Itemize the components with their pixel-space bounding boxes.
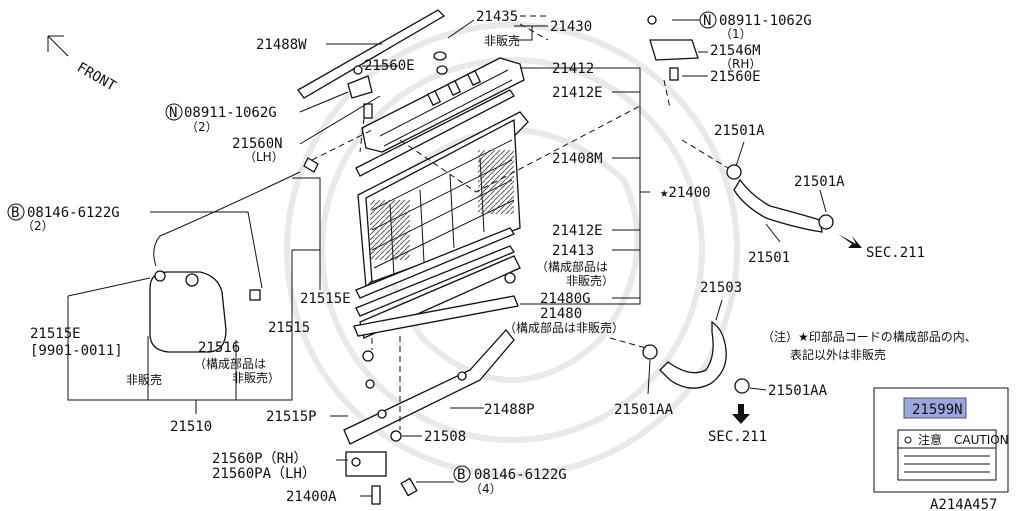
circle-N-right: N: [699, 11, 717, 29]
label-21515: 21515: [268, 320, 310, 336]
label-08146-bottom: 08146-6122G: [474, 467, 567, 483]
label-21480: 21480: [540, 306, 582, 322]
lower-mount: [345, 451, 418, 505]
lower-hose: [659, 320, 727, 389]
clamp-21501AA-right: [734, 378, 750, 394]
dashed-lines: [311, 15, 729, 430]
label-08911-left-qty: （2）: [186, 120, 218, 134]
label-21508: 21508: [424, 429, 466, 445]
label-21430: 21430: [550, 19, 592, 35]
lower-seal: [353, 295, 519, 337]
label-08146-top: 08146-6122G: [27, 205, 120, 221]
label-08911-left: 08911-1062G: [184, 105, 277, 121]
upper-tank: [361, 51, 525, 153]
label-21510: 21510: [170, 419, 212, 435]
label-hihanbai-2: 非販売: [126, 372, 162, 387]
label-21408M: 21408M: [552, 151, 603, 167]
label-21413: 21413: [552, 243, 594, 259]
label-21413-note1: （構成部品は: [536, 259, 608, 274]
label-21488P: 21488P: [484, 402, 535, 418]
svg-text:N: N: [703, 13, 711, 29]
circle-B-bottom: B: [453, 465, 471, 483]
label-21412E-top: 21412E: [552, 85, 603, 101]
label-21515E-date: [9901-0011]: [30, 343, 123, 359]
svg-text:B: B: [11, 205, 19, 221]
leader-lines: [67, 19, 933, 497]
label-21435: 21435: [476, 9, 518, 25]
grommet-21508: [390, 430, 402, 442]
caution-label-box: 21599N 注意 CAUTION: [873, 387, 1009, 493]
caution-part-number: 21599N: [912, 402, 963, 418]
sec211-arrow-bottom: [732, 404, 750, 424]
overflow-hose: [153, 171, 301, 267]
circle-B-top: B: [7, 203, 25, 221]
label-hihanbai: 非販売: [484, 33, 520, 48]
lower-bracket: [343, 328, 515, 445]
seal-strips: [355, 89, 515, 317]
label-08911-right-qty: （1）: [720, 27, 752, 41]
label-21560N: 21560N: [232, 136, 283, 152]
label-21516-note1: （構成部品は: [194, 356, 266, 371]
bolt-head: [365, 379, 375, 389]
note-line2: 表記以外は非販売: [790, 347, 886, 362]
label-21560P: 21560P（RH）: [212, 451, 307, 467]
label-21501A-right: 21501A: [794, 174, 845, 190]
seal-21488W: [297, 9, 446, 99]
clamp-21501AA-left: [642, 344, 658, 360]
svg-text:N: N: [169, 105, 177, 121]
label-21546M: 21546M: [710, 43, 761, 59]
label-21400: ★21400: [660, 185, 711, 201]
front-label: FRONT: [74, 60, 119, 95]
bracket-21546M: [647, 15, 699, 81]
radiator-core: [357, 111, 529, 289]
label-21501: 21501: [748, 250, 790, 266]
label-21501AA-right: 21501AA: [768, 383, 828, 399]
hose-clip: [303, 157, 319, 173]
label-08146-top-qty: （2）: [22, 219, 54, 233]
diagram-code: A214A457: [930, 497, 997, 511]
label-21515P: 21515P: [266, 409, 317, 425]
label-08911-right: 08911-1062G: [719, 13, 812, 29]
label-sec211-bottom: SEC.211: [708, 429, 767, 445]
label-21560E-right: 21560E: [710, 69, 761, 85]
upper-hose: [733, 178, 823, 233]
label-21400A: 21400A: [286, 489, 337, 505]
label-08146-bottom-qty: （4）: [470, 482, 502, 496]
label-21480-note: （構成部品は非販売）: [504, 320, 624, 335]
label-21560N-side: （LH）: [244, 150, 284, 164]
clamp-21501A-right: [818, 214, 834, 230]
label-21516-note2: 非販売）: [232, 370, 280, 385]
note-line1: （注）★印部品コードの構成部品の内、: [762, 329, 977, 344]
circle-N-left: N: [165, 103, 183, 121]
reservoir-tank: [149, 270, 261, 353]
label-sec211-top: SEC.211: [866, 245, 925, 261]
label-21503: 21503: [700, 280, 742, 296]
clamp-21501A-top: [726, 164, 742, 180]
caution-text: 注意 CAUTION: [918, 432, 1009, 447]
label-21515E: 21515E: [300, 291, 351, 307]
label-21480G: 21480G: [540, 291, 591, 307]
washer: [362, 350, 374, 362]
label-21560E-left: 21560E: [364, 58, 415, 74]
label-21501AA-left: 21501AA: [614, 402, 674, 418]
label-21546M-side: （RH）: [720, 57, 761, 71]
label-21501A-top: 21501A: [714, 123, 765, 139]
label-21560PA: 21560PA（LH）: [212, 466, 316, 482]
label-21516: 21516: [198, 340, 240, 356]
sec211-arrow-top: [838, 234, 862, 248]
bracket-21560N: [347, 65, 373, 119]
label-21412E-bottom: 21412E: [552, 223, 603, 239]
caution-part-highlight: [903, 397, 967, 419]
label-21412: 21412: [552, 61, 594, 77]
label-21515E-2: 21515E: [30, 326, 81, 342]
label-21488W: 21488W: [256, 37, 307, 53]
front-arrow: FRONT: [47, 35, 119, 95]
svg-text:B: B: [457, 467, 465, 483]
label-21413-note2: 非販売）: [566, 273, 614, 288]
